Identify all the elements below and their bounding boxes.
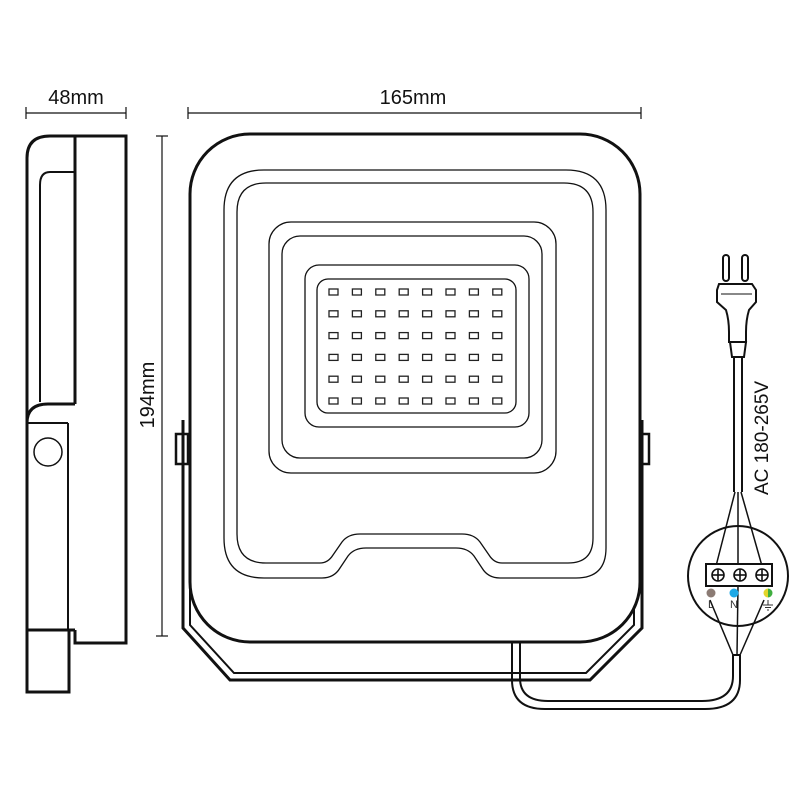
led-chip xyxy=(445,397,456,405)
led-chip xyxy=(351,353,363,362)
led-chip xyxy=(351,288,363,296)
led-chip xyxy=(398,331,409,340)
led-chip xyxy=(398,353,409,362)
depth-dimension xyxy=(25,107,127,119)
led-chip xyxy=(351,375,363,383)
led-chip xyxy=(421,331,433,340)
led-chip xyxy=(492,353,503,362)
led-chip xyxy=(492,397,503,405)
led-chip xyxy=(351,331,363,340)
width-dimension xyxy=(187,107,642,119)
live-dot xyxy=(706,588,716,598)
voltage-label: AC 180-265V xyxy=(752,381,773,495)
height-label: 194mm xyxy=(137,362,159,429)
led-chip xyxy=(398,288,409,296)
led-chip xyxy=(421,353,433,362)
led-chip xyxy=(375,288,386,296)
led-chip xyxy=(492,288,503,296)
led-chip xyxy=(468,288,480,296)
terminal-label-neutral: N xyxy=(730,599,738,611)
led-chip xyxy=(421,375,433,383)
led-chip xyxy=(468,353,480,362)
led-chip xyxy=(468,310,480,318)
earth-dot-yellow xyxy=(763,588,768,598)
led-chip xyxy=(421,288,433,296)
led-chip xyxy=(398,397,409,405)
led-chip xyxy=(328,310,339,318)
led-chip xyxy=(375,397,386,405)
led-chip xyxy=(351,310,363,318)
housing xyxy=(188,132,642,644)
plug-icon xyxy=(716,254,757,358)
terminal-screws xyxy=(711,568,769,582)
wiring-detail: L N xyxy=(687,491,789,656)
led-chip xyxy=(468,331,480,340)
depth-label: 48mm xyxy=(48,87,104,109)
led-chip xyxy=(492,310,503,318)
terminal-label-live: L xyxy=(708,599,714,611)
led-chip xyxy=(375,353,386,362)
led-chip xyxy=(328,375,339,383)
earth-icon xyxy=(763,600,773,611)
led-grid xyxy=(328,288,503,405)
led-chip xyxy=(468,397,480,405)
power-cable xyxy=(511,357,743,710)
neutral-dot xyxy=(729,588,739,598)
led-chip xyxy=(445,310,456,318)
led-chip xyxy=(328,331,339,340)
led-chip xyxy=(445,375,456,383)
led-chip xyxy=(492,331,503,340)
led-chip xyxy=(421,310,433,318)
led-chip xyxy=(375,331,386,340)
led-chip xyxy=(445,331,456,340)
width-label: 165mm xyxy=(380,87,447,109)
led-chip xyxy=(351,397,363,405)
led-chip xyxy=(328,353,339,362)
led-chip xyxy=(328,288,339,296)
height-dimension xyxy=(156,135,168,637)
side-view xyxy=(25,134,128,694)
led-chip xyxy=(445,288,456,296)
earth-dot-green xyxy=(768,588,773,598)
side-sensor-circle xyxy=(33,437,63,467)
led-chip xyxy=(492,375,503,383)
led-chip xyxy=(398,310,409,318)
led-chip xyxy=(375,310,386,318)
led-chip xyxy=(468,375,480,383)
led-chip xyxy=(375,375,386,383)
led-chip xyxy=(398,375,409,383)
led-chip xyxy=(421,397,433,405)
led-chip xyxy=(445,353,456,362)
led-chip xyxy=(328,397,339,405)
